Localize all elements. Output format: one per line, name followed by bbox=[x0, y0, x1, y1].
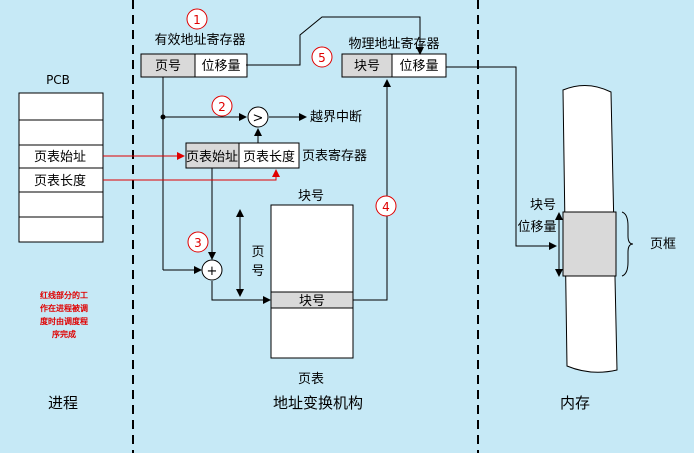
block-number-arrow bbox=[353, 79, 391, 301]
red-arrow-length bbox=[103, 169, 280, 181]
svg-text:页: 页 bbox=[251, 245, 264, 260]
physical-to-memory-arrow bbox=[446, 66, 557, 250]
svg-text:块号: 块号 bbox=[299, 294, 325, 309]
memory-frame bbox=[562, 211, 617, 277]
adder-circle bbox=[201, 259, 223, 281]
overflow-interrupt-label: 越界中断 bbox=[310, 110, 362, 125]
page-table-header: 块号 bbox=[298, 189, 324, 204]
section-memory: 内存 bbox=[560, 394, 590, 412]
page-table-register: 页表始址 页表长度 页表寄存器 bbox=[185, 142, 367, 169]
svg-text:页表长度: 页表长度 bbox=[243, 149, 295, 165]
adder-symbol: + bbox=[207, 264, 218, 279]
frame-label: 页框 bbox=[650, 237, 676, 252]
memory-offset-label: 位移量 bbox=[517, 220, 556, 235]
page-table: 块号 块号 页表 bbox=[270, 189, 354, 387]
svg-text:作在进程被调: 作在进程被调 bbox=[40, 303, 88, 313]
svg-text:位移量: 位移量 bbox=[399, 59, 438, 74]
step-4-marker: 4 bbox=[375, 195, 397, 217]
step-5-marker: 5 bbox=[311, 46, 333, 68]
pcb-block: PCB 页表始址 页表长度 bbox=[18, 73, 104, 243]
comparator-circle bbox=[247, 106, 269, 128]
step-1-marker: 1 bbox=[186, 8, 208, 30]
note-text: 红线部分的工 作在进程被调 度时由调度程 序完成 bbox=[40, 290, 88, 339]
memory-block: 块号 位移量 页框 bbox=[517, 85, 676, 373]
pcb-row-page-table-length: 页表长度 bbox=[34, 173, 86, 189]
adder-to-entry-arrow bbox=[211, 281, 271, 304]
svg-text:红线部分的工: 红线部分的工 bbox=[40, 290, 88, 300]
svg-text:度时由调度程: 度时由调度程 bbox=[40, 316, 88, 326]
physical-address-register: 物理地址寄存器 块号 位移量 bbox=[341, 36, 447, 78]
comparator-symbol: > bbox=[253, 111, 264, 126]
svg-text:3: 3 bbox=[194, 236, 202, 250]
step-3-marker: 3 bbox=[187, 231, 209, 253]
section-mmu: 地址变换机构 bbox=[273, 394, 363, 412]
section-process: 进程 bbox=[48, 394, 78, 412]
svg-text:序完成: 序完成 bbox=[52, 329, 76, 339]
ptr-length-cell bbox=[238, 142, 300, 169]
pcb-row-page-table-start: 页表始址 bbox=[34, 150, 86, 165]
svg-text:号: 号 bbox=[251, 264, 264, 279]
page-table-box bbox=[270, 204, 354, 359]
svg-text:位移量: 位移量 bbox=[201, 59, 240, 74]
logical-address-register: 有效地址寄存器 页号 位移量 bbox=[140, 32, 248, 78]
step-2-marker: 2 bbox=[211, 95, 233, 117]
offset-copy-arrow bbox=[246, 16, 424, 66]
svg-text:5: 5 bbox=[318, 51, 326, 65]
memory-block-label: 块号 bbox=[530, 198, 556, 213]
frame-brace bbox=[621, 211, 634, 277]
svg-text:1: 1 bbox=[193, 13, 201, 27]
svg-text:4: 4 bbox=[382, 200, 390, 214]
page-table-title: 页表 bbox=[298, 372, 324, 387]
svg-text:块号: 块号 bbox=[354, 59, 380, 74]
svg-text:页号: 页号 bbox=[155, 59, 181, 74]
pcb-title: PCB bbox=[46, 73, 70, 87]
svg-text:页表始址: 页表始址 bbox=[186, 150, 238, 165]
svg-text:2: 2 bbox=[218, 100, 226, 114]
physical-register-title: 物理地址寄存器 bbox=[348, 36, 439, 52]
logical-register-title: 有效地址寄存器 bbox=[154, 32, 245, 48]
ptr-title: 页表寄存器 bbox=[302, 148, 367, 164]
